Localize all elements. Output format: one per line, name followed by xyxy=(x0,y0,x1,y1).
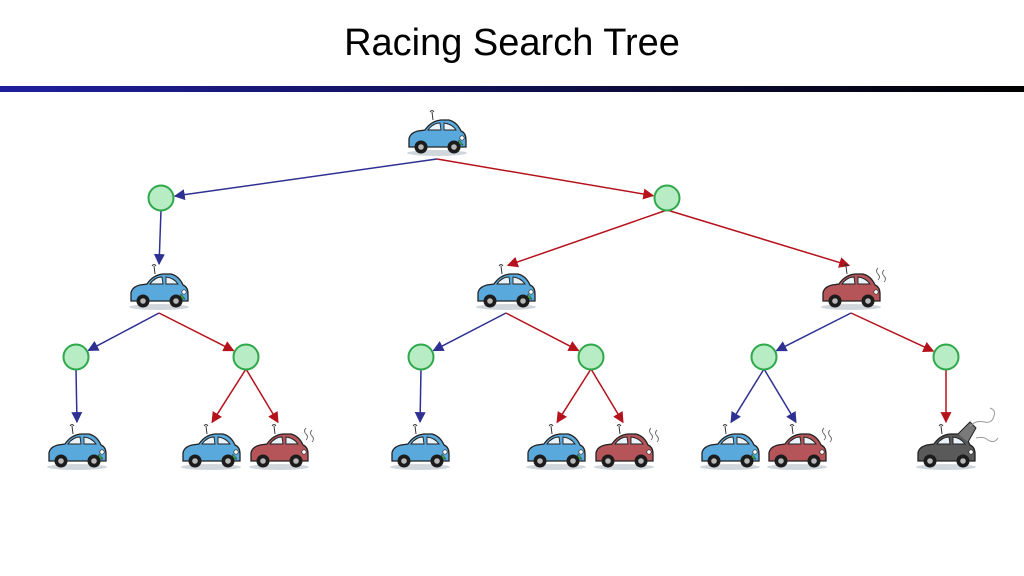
slow-action-edge xyxy=(775,312,852,352)
slow-action-edge xyxy=(173,158,438,201)
car-cool-icon xyxy=(129,264,189,310)
car-warm-icon xyxy=(821,264,886,310)
slow-action-edge xyxy=(414,368,426,424)
car-cool-icon xyxy=(407,110,467,156)
chance-node xyxy=(62,343,90,371)
fast-action-edge xyxy=(506,209,668,268)
chance-node xyxy=(932,343,960,371)
fast-action-edge xyxy=(590,368,624,424)
chance-node xyxy=(147,184,175,212)
fast-action-edge xyxy=(505,312,580,352)
chance-node xyxy=(407,343,435,371)
car-cool-icon xyxy=(181,424,241,470)
chance-node xyxy=(750,343,778,371)
slide-title: Racing Search Tree xyxy=(344,22,680,64)
slow-action-edge xyxy=(153,209,165,266)
chance-node xyxy=(232,343,260,371)
car-cool-icon xyxy=(700,424,760,470)
chance-node xyxy=(653,184,681,212)
car-cool-icon xyxy=(390,424,450,470)
fast-action-edge xyxy=(158,312,235,352)
slow-action-edge xyxy=(730,368,765,424)
car-cool-icon xyxy=(526,424,586,470)
slow-action-edge xyxy=(71,368,83,424)
fast-action-edge xyxy=(850,312,935,352)
nodes-layer xyxy=(47,110,999,470)
edges-layer xyxy=(71,158,952,424)
fast-action-edge xyxy=(666,209,851,268)
car-warm-icon xyxy=(249,424,314,470)
car-cool-icon xyxy=(47,424,107,470)
fast-action-edge xyxy=(245,368,279,424)
car-overheated-icon xyxy=(916,407,999,470)
chance-node xyxy=(577,343,605,371)
car-warm-icon xyxy=(594,424,659,470)
car-cool-icon xyxy=(476,264,536,310)
fast-action-edge xyxy=(211,368,247,424)
title-rule xyxy=(0,86,1024,92)
slow-action-edge xyxy=(432,312,507,352)
fast-action-edge xyxy=(556,368,592,424)
car-warm-icon xyxy=(767,424,832,470)
fast-action-edge xyxy=(436,158,655,200)
slow-action-edge xyxy=(87,312,160,352)
slow-action-edge xyxy=(763,368,797,424)
